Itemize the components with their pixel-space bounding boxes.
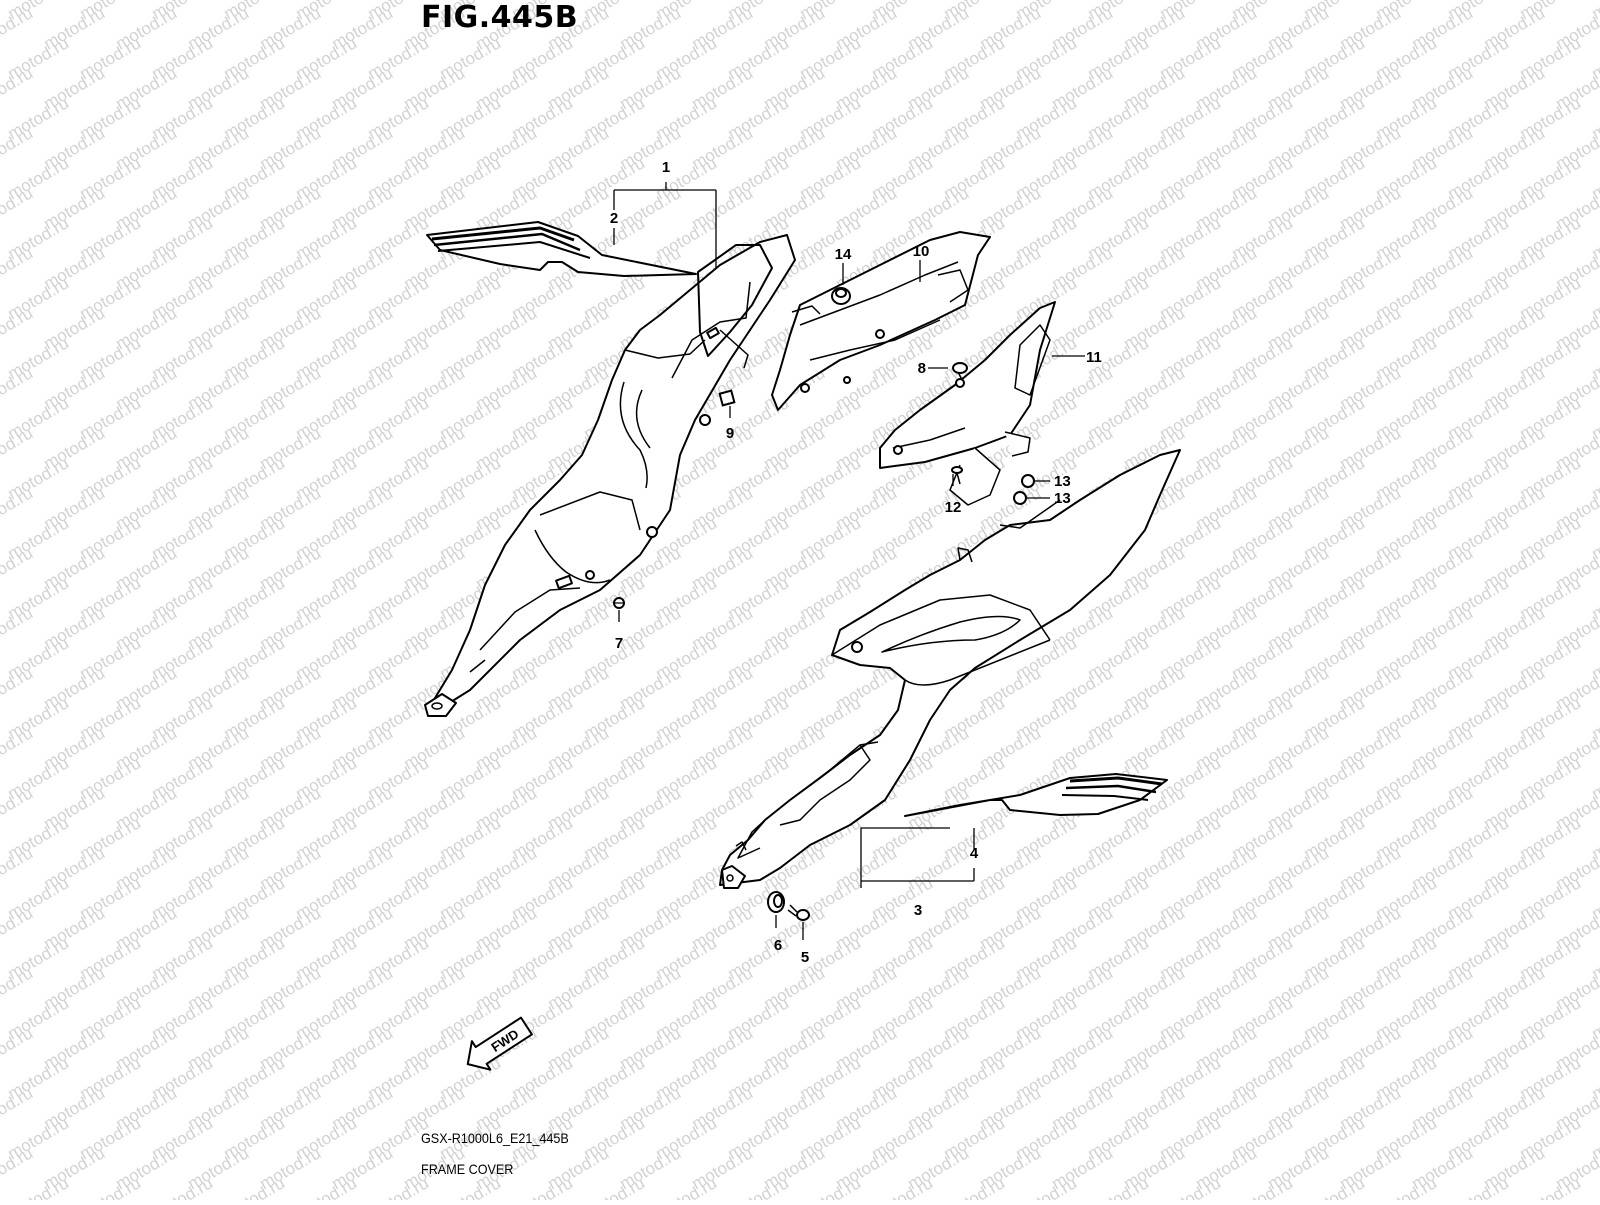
watermark-text: motod.ru xyxy=(0,483,36,533)
watermark-text: motod.ru xyxy=(0,1143,36,1193)
watermark-text: motod.ru xyxy=(1445,1173,1513,1200)
watermark-text: motod.ru xyxy=(797,1173,865,1200)
watermark-text: motod.ru xyxy=(509,1173,577,1200)
callout-2: 2 xyxy=(610,210,618,227)
figure-title: FIG.445B xyxy=(421,0,578,35)
callout-12: 12 xyxy=(945,499,962,516)
callout-1: 1 xyxy=(662,159,670,176)
figure-caption: FRAME COVER xyxy=(421,1161,513,1177)
callout-11: 11 xyxy=(1086,349,1102,366)
watermark-text: motod.ru xyxy=(0,363,36,413)
watermark-text: motod.ru xyxy=(1301,1173,1369,1200)
callout-10: 10 xyxy=(913,243,930,260)
fastener-14-grommet xyxy=(832,288,850,304)
watermark-text: motod.ru xyxy=(653,1173,721,1200)
watermark-text: motod.ru xyxy=(5,1173,73,1200)
watermark-text: motod.ru xyxy=(0,783,36,833)
watermark-text: motod.ru xyxy=(869,1173,937,1200)
watermark-text: motod.ru xyxy=(1373,1173,1441,1200)
watermark-text: motod.ru xyxy=(1157,1173,1225,1200)
watermark-text: motod.ru xyxy=(725,1173,793,1200)
fastener-9-clip xyxy=(720,391,735,406)
watermark-text: motod.ru xyxy=(365,1173,433,1200)
callout-8: 8 xyxy=(918,360,926,377)
fastener-6-grommet xyxy=(768,892,784,912)
watermark-text: motod.ru xyxy=(0,843,36,893)
watermark-text: motod.ru xyxy=(0,543,36,593)
watermark-text: motod.ru xyxy=(0,723,36,773)
watermark-text: motod.ru xyxy=(0,603,36,653)
watermark-text: motod.ru xyxy=(0,303,36,353)
watermark-text: motod.ru xyxy=(1085,1173,1153,1200)
watermark-text: motod.ru xyxy=(0,423,36,473)
watermark-text: motod.ru xyxy=(0,1023,36,1073)
watermark-text: motod.ru xyxy=(941,1173,1009,1200)
callout-3: 3 xyxy=(914,902,922,919)
callout-5: 5 xyxy=(801,949,809,966)
watermark-text: motod.ru xyxy=(0,3,36,53)
callout-13-upper: 13 xyxy=(1054,473,1071,490)
watermark-text: motod.ru xyxy=(0,663,36,713)
watermark-text: motod.ru xyxy=(1013,1173,1081,1200)
callout-9: 9 xyxy=(726,425,734,442)
fastener-7-nut xyxy=(614,598,624,608)
watermark-text: motod.ru xyxy=(1229,1173,1297,1200)
callout-6: 6 xyxy=(774,937,782,954)
drawing-code: GSX-R1000L6_E21_445B xyxy=(421,1130,569,1146)
watermark-text: motod.ru xyxy=(1517,1173,1585,1200)
watermark-text: motod.ru xyxy=(149,1173,217,1200)
callout-14: 14 xyxy=(835,246,852,263)
watermark-text: motod.ru xyxy=(0,1083,36,1133)
watermark-text: motod.ru xyxy=(1589,1173,1600,1200)
callout-7: 7 xyxy=(615,635,623,652)
watermark-text: motod.ru xyxy=(77,1173,145,1200)
watermark-text: motod.ru xyxy=(437,1173,505,1200)
watermark-text: motod.ru xyxy=(0,903,36,953)
watermark-text: motod.ru xyxy=(0,63,36,113)
watermark-text: motod.ru xyxy=(293,1173,361,1200)
watermark-text: motod.ru xyxy=(0,963,36,1013)
watermark-text: motod.ru xyxy=(0,243,36,293)
callout-13-lower: 13 xyxy=(1054,490,1071,507)
watermark-text: motod.ru xyxy=(581,1173,649,1200)
watermark-text: motod.ru xyxy=(0,123,36,173)
callout-4: 4 xyxy=(970,845,979,862)
watermark-text: motod.ru xyxy=(221,1173,289,1200)
watermark-text: motod.ru xyxy=(0,183,36,233)
